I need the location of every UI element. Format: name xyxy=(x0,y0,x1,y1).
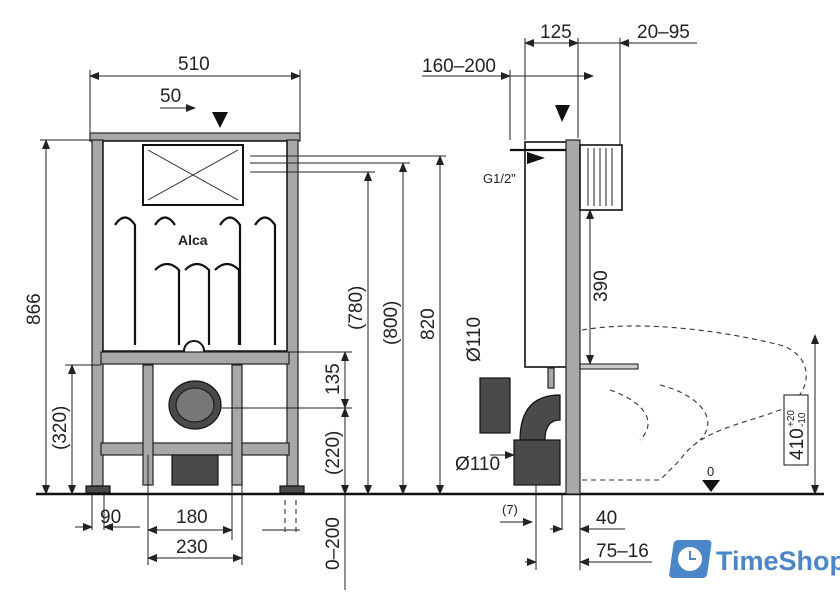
svg-text:410: 410 xyxy=(787,428,808,460)
svg-text:-10: -10 xyxy=(797,412,808,427)
dim-320: (320) xyxy=(50,406,71,450)
dim-410: 410 +20 -10 xyxy=(786,410,808,460)
front-dimension-lines xyxy=(40,70,446,590)
label-pipe-lower: Ø110 xyxy=(455,454,500,475)
dim-390: 390 xyxy=(591,270,612,302)
brand-logo: Alca xyxy=(178,232,208,248)
dim-125: 125 xyxy=(540,22,572,43)
dim-7: (7) xyxy=(502,502,518,517)
dim-75-16: 75–16 xyxy=(596,541,649,562)
dim-width-510: 510 xyxy=(178,54,210,75)
label-floor-zero: 0 xyxy=(707,464,714,479)
label-pipe-upper: Ø110 xyxy=(464,317,485,362)
dim-800: (800) xyxy=(381,301,402,345)
clock-bag-icon xyxy=(669,540,712,578)
svg-text:+20: +20 xyxy=(786,410,797,427)
dim-offset-50: 50 xyxy=(160,86,181,107)
dim-90: 90 xyxy=(100,507,121,528)
timeshop-watermark: TimeShop xyxy=(669,540,840,578)
dim-0-200: 0–200 xyxy=(323,517,344,570)
dim-height-866: 866 xyxy=(24,293,45,325)
dim-40: 40 xyxy=(596,508,617,529)
dim-820: 820 xyxy=(418,308,439,340)
dim-160-200: 160–200 xyxy=(422,56,496,77)
dim-180: 180 xyxy=(176,507,208,528)
dim-230: 230 xyxy=(176,537,208,558)
dim-20-95: 20–95 xyxy=(637,22,690,43)
side-frame xyxy=(479,105,809,495)
dim-220: (220) xyxy=(323,431,344,475)
label-thread-g12: G1/2" xyxy=(483,171,516,186)
dim-780: (780) xyxy=(346,286,367,330)
dim-135: 135 xyxy=(323,363,344,395)
svg-text:TimeShop: TimeShop xyxy=(716,546,840,576)
side-dimension-lines xyxy=(422,38,819,570)
front-frame xyxy=(85,132,305,494)
